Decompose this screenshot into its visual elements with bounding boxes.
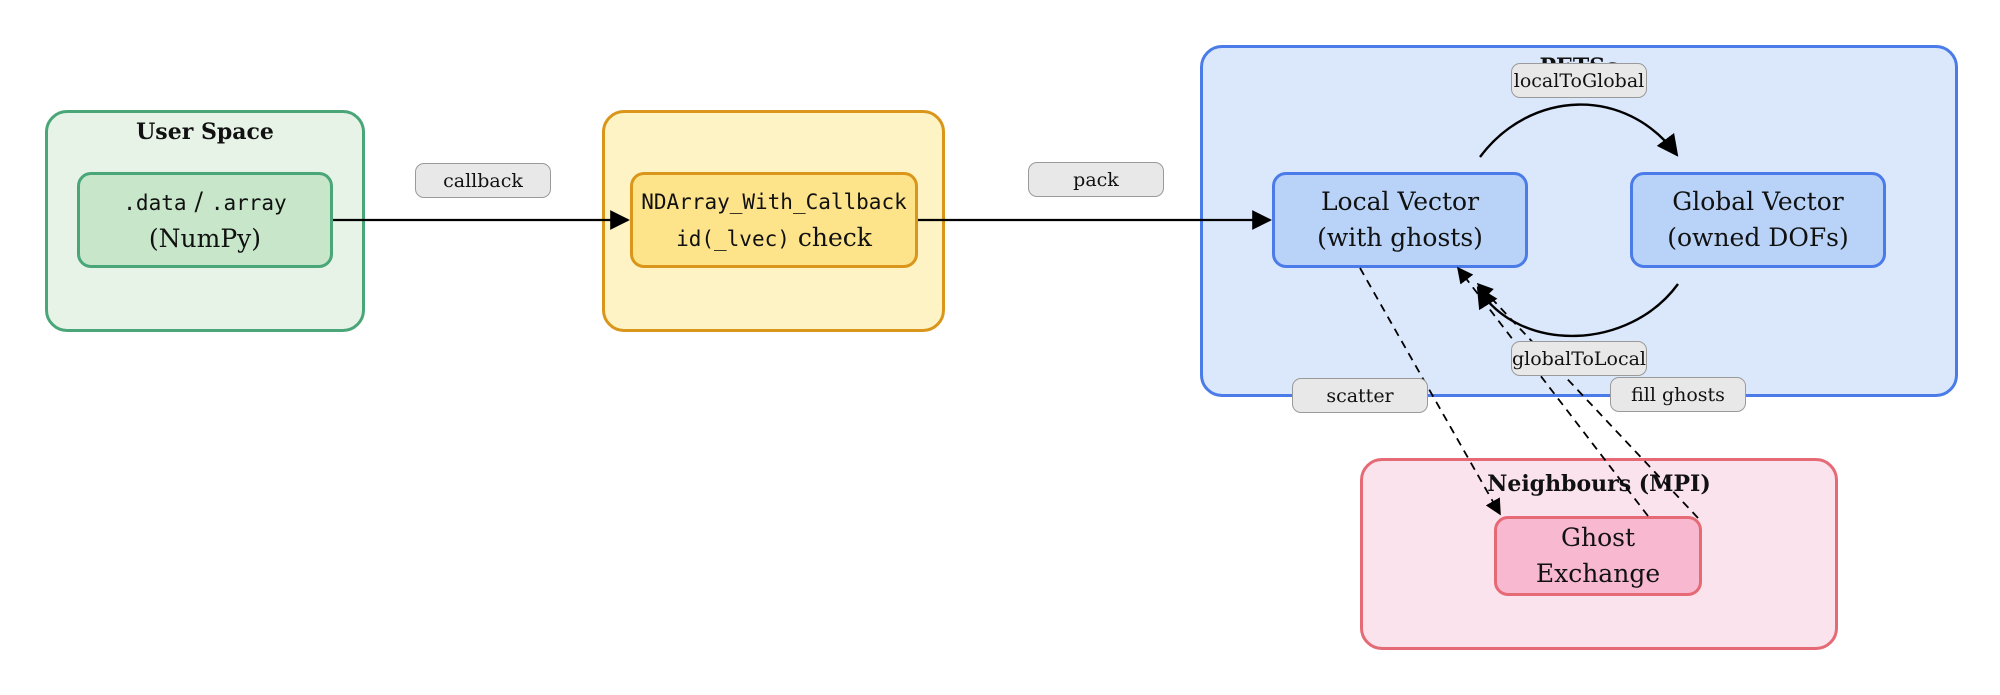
edge-fill-ghosts (1476, 282, 1699, 519)
global-vector-line1: Global Vector (1672, 187, 1844, 216)
array-attr-code: .array (210, 190, 287, 215)
numpy-node-line2: (NumPy) (148, 223, 262, 253)
local-vector-line2: (with ghosts) (1317, 223, 1483, 252)
edge-global-to-local (1476, 283, 1679, 338)
ghost-exchange-node: Ghost Exchange (1494, 516, 1702, 596)
edge-scatter (1359, 267, 1501, 516)
global-vector-line2: (owned DOFs) (1667, 223, 1849, 252)
edge-label-fill-ghosts: fill ghosts (1610, 377, 1746, 412)
data-attr-code: .data (123, 190, 187, 215)
check-text: check (797, 222, 872, 252)
local-vector-node: Local Vector (with ghosts) (1272, 172, 1528, 268)
edge-label-callback: callback (415, 163, 551, 198)
separator-slash: / (194, 186, 203, 216)
edge-label-pack: pack (1028, 162, 1164, 197)
callback-node: NDArray_With_Callback id(_lvec) check (630, 172, 918, 268)
global-vector-node: Global Vector (owned DOFs) (1630, 172, 1886, 268)
edge-label-local-to-global: localToGlobal (1511, 63, 1647, 98)
edge-fill-ghosts-2 (1457, 266, 1649, 517)
numpy-node-line1: .data / .array (123, 184, 286, 221)
ghost-exchange-label: Ghost Exchange (1535, 523, 1661, 588)
local-vector-line1: Local Vector (1320, 187, 1480, 216)
numpy-node: .data / .array (NumPy) (77, 172, 333, 268)
callback-node-line1: NDArray_With_Callback (641, 189, 907, 214)
edge-label-scatter: scatter (1292, 378, 1428, 413)
id-lvec-code: id(_lvec) (676, 226, 790, 251)
edge-label-global-to-local: globalToLocal (1511, 341, 1647, 376)
edge-local-to-global (1479, 103, 1679, 158)
callback-node-line2: id(_lvec) check (676, 220, 872, 257)
cluster-title-user-space: User Space (136, 119, 274, 145)
